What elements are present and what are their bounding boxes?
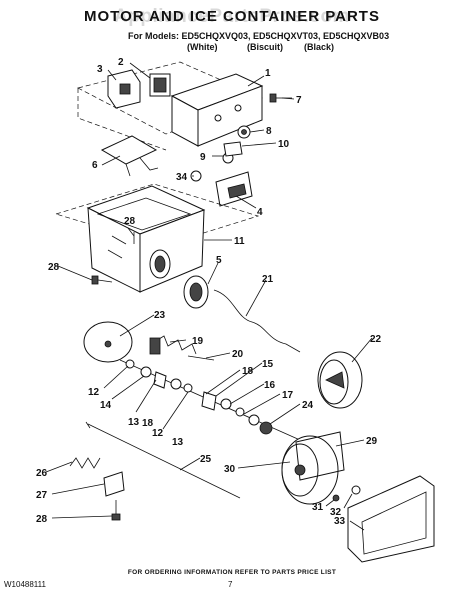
callout-22: 22 <box>370 334 382 345</box>
callout-26: 26 <box>36 468 48 479</box>
callout-27: 27 <box>36 490 48 501</box>
callout-28a: 28 <box>124 216 136 227</box>
watermark: AppliancePartsPros.com <box>114 6 350 27</box>
callout-4: 4 <box>257 207 263 218</box>
callout-18b: 18 <box>142 418 154 429</box>
callout-2: 2 <box>118 57 124 68</box>
callout-3: 3 <box>97 64 103 75</box>
leader-lines <box>45 62 373 531</box>
callout-17: 17 <box>282 390 294 401</box>
lower-left-group <box>69 421 241 521</box>
color-white: (White) <box>187 42 218 52</box>
callout-24: 24 <box>302 400 314 411</box>
callout-11: 11 <box>234 236 245 247</box>
shaft-stack-group <box>119 359 301 441</box>
color-black: (Black) <box>304 42 335 52</box>
callout-14: 14 <box>100 400 112 411</box>
callout-31: 31 <box>312 502 324 513</box>
drive-parts-group <box>83 275 363 409</box>
callout-9: 9 <box>200 152 206 163</box>
callout-21: 21 <box>262 274 274 285</box>
callout-23: 23 <box>154 310 166 321</box>
callout-28c: 28 <box>36 514 48 525</box>
ice-container-group <box>54 183 260 293</box>
callout-30: 30 <box>224 464 236 475</box>
callout-18a: 18 <box>242 366 254 377</box>
callout-29: 29 <box>366 436 378 447</box>
callout-20: 20 <box>232 349 244 360</box>
callout-12b: 12 <box>152 428 164 439</box>
callout-13b: 13 <box>172 437 184 448</box>
motor-housing-group <box>77 61 292 207</box>
callout-12a: 12 <box>88 387 100 398</box>
callout-34: 34 <box>176 172 188 183</box>
callout-7: 7 <box>296 95 302 106</box>
page-number: 7 <box>228 580 233 589</box>
motor-group <box>281 431 435 563</box>
callout-8: 8 <box>266 126 272 137</box>
callout-32: 32 <box>330 507 342 518</box>
callout-33: 33 <box>334 516 346 527</box>
callout-10: 10 <box>278 139 290 150</box>
callout-15: 15 <box>262 359 274 370</box>
callout-16: 16 <box>264 380 276 391</box>
color-biscuit: (Biscuit) <box>247 42 283 52</box>
document-number: W10488111 <box>4 580 46 589</box>
callout-19: 19 <box>192 336 204 347</box>
callout-13a: 13 <box>128 417 140 428</box>
callout-6: 6 <box>92 160 98 171</box>
callout-28b: 28 <box>48 262 60 273</box>
callout-5: 5 <box>216 255 222 266</box>
models-label: For Models: ED5CHQXVQ03, ED5CHQXVT03, ED… <box>128 31 390 41</box>
ordering-note: FOR ORDERING INFORMATION REFER TO PARTS … <box>127 569 337 576</box>
callouts: 1 2 3 4 5 6 7 8 9 10 11 12 12 13 13 14 1… <box>36 57 382 527</box>
callout-1: 1 <box>265 68 271 79</box>
callout-25: 25 <box>200 454 212 465</box>
page-title: MOTOR AND ICE CONTAINER PARTS <box>84 8 380 25</box>
